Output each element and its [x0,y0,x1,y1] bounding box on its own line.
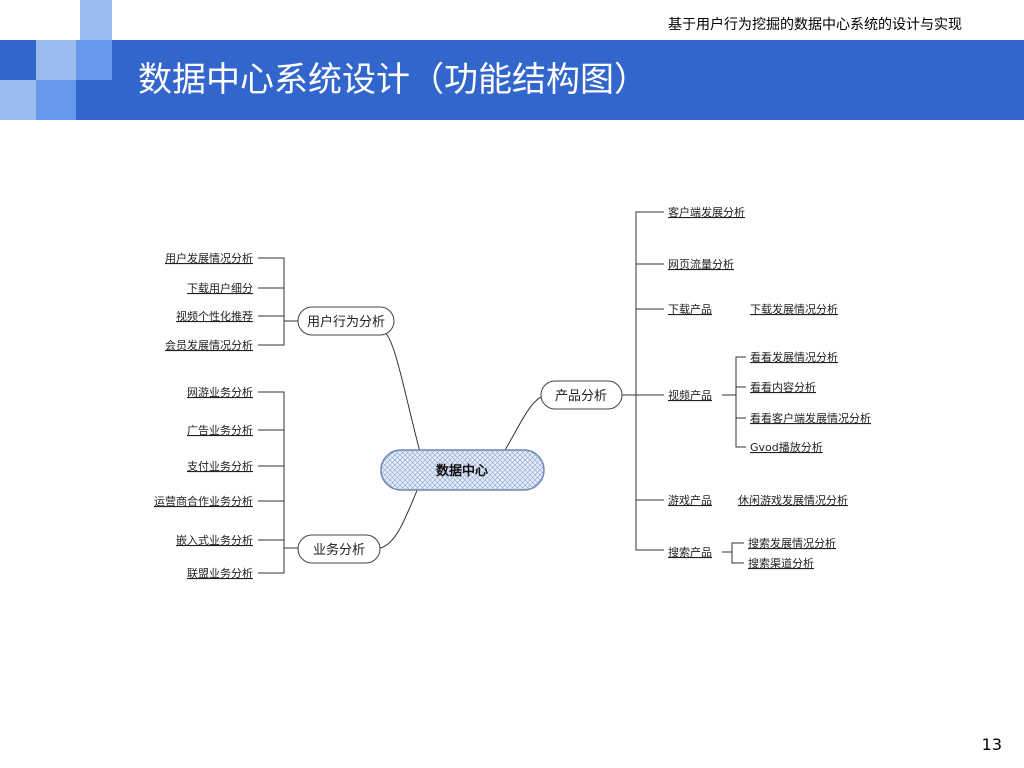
center-node [380,449,545,491]
connector [379,487,419,549]
decor-square [36,40,76,80]
product-subitem: 看看客户端发展情况分析 [750,411,871,425]
connector [731,542,744,564]
user-behavior-item: 下载用户细分 [187,281,253,295]
connector [384,332,421,453]
page-number: 13 [981,735,1002,754]
user-behavior-node-label: 用户行为分析 [307,314,385,330]
product-item: 搜索产品 [668,545,712,559]
decor-square [76,40,112,80]
decor-square [0,80,36,120]
connector [504,394,546,451]
product-item: 游戏产品 [668,493,712,507]
header-bar [0,40,1024,120]
product-node [540,380,623,410]
business-item: 联盟业务分析 [187,566,253,580]
product-subitem: Gvod播放分析 [750,440,823,454]
product-item: 客户端发展分析 [668,205,745,219]
product-subitem: 搜索渠道分析 [748,556,814,570]
user-behavior-item: 用户发展情况分析 [165,251,253,265]
product-subitem: 看看发展情况分析 [750,350,838,364]
product-node-label: 产品分析 [555,389,607,404]
product-item: 下载产品 [668,302,712,316]
business-item: 支付业务分析 [187,459,253,473]
business-item: 广告业务分析 [187,423,253,437]
product-item: 视频产品 [668,388,712,402]
connector [635,211,664,551]
connector [735,356,746,448]
slide-title: 数据中心系统设计（功能结构图） [138,60,648,100]
business-item: 嵌入式业务分析 [176,533,253,547]
connector [258,391,285,574]
product-subitem: 休闲游戏发展情况分析 [738,493,848,507]
product-subitem: 搜索发展情况分析 [748,536,836,550]
business-item: 网游业务分析 [187,385,253,399]
business-node-label: 业务分析 [313,542,365,558]
connector [258,257,285,346]
user-behavior-node [297,306,395,336]
user-behavior-item: 视频个性化推荐 [176,309,253,323]
business-node [297,534,381,564]
product-subitem: 看看内容分析 [750,380,816,394]
center-node-label: 数据中心 [436,463,488,479]
business-item: 运营商合作业务分析 [154,494,253,508]
user-behavior-item: 会员发展情况分析 [165,338,253,352]
product-item: 网页流量分析 [668,257,734,271]
slide-subtitle: 基于用户行为挖掘的数据中心系统的设计与实现 [668,17,962,33]
decor-square [80,0,112,40]
decor-square [36,80,76,120]
product-subitem: 下载发展情况分析 [750,302,838,316]
